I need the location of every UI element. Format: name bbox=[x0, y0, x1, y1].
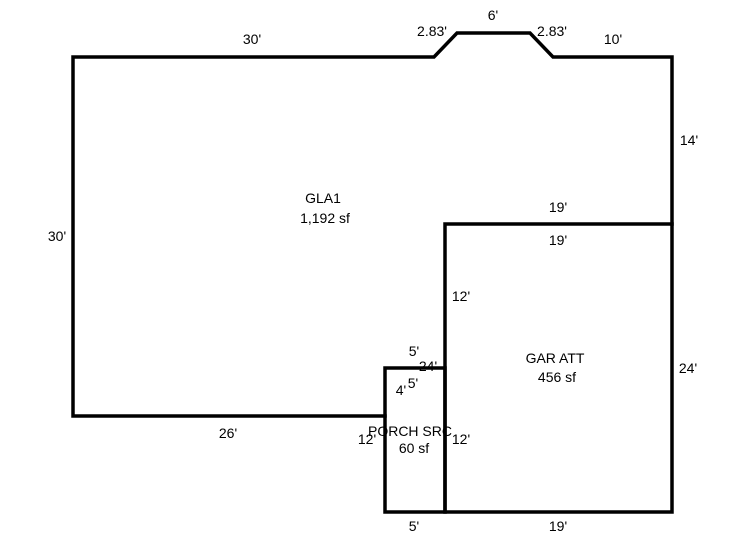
porch-size: 60 sf bbox=[399, 440, 429, 456]
dim-porch-right: 12' bbox=[452, 431, 470, 447]
dim-garage-bottom: 19' bbox=[549, 518, 567, 534]
dim-porch-bottom: 5' bbox=[409, 518, 419, 534]
dim-garage-top-inner: 19' bbox=[549, 232, 567, 248]
porch-outline bbox=[383, 366, 447, 514]
garage-outline bbox=[443, 222, 674, 514]
dim-porch-inner-top: 5' bbox=[408, 375, 418, 391]
dim-porch-left: 12' bbox=[358, 431, 376, 447]
garage-size: 456 sf bbox=[538, 369, 576, 385]
dim-gla-top-left: 30' bbox=[243, 31, 261, 47]
dim-gla-left: 30' bbox=[48, 228, 66, 244]
porch-label: PORCH SRC bbox=[368, 423, 452, 439]
dim-garage-left-upper: 12' bbox=[452, 288, 470, 304]
gla1-outline bbox=[71, 31, 674, 418]
garage-label: GAR ATT bbox=[526, 350, 585, 366]
dim-bay-right-angle: 2.83' bbox=[537, 23, 567, 39]
dim-bay-top: 6' bbox=[488, 7, 498, 23]
dim-gla-bottom: 26' bbox=[219, 425, 237, 441]
dim-porch-top: 5' bbox=[409, 343, 419, 359]
gla1-size: 1,192 sf bbox=[300, 210, 350, 226]
dim-gla-garage-shared: 19' bbox=[549, 199, 567, 215]
dim-gla-top-right: 10' bbox=[604, 31, 622, 47]
dim-garage-right: 24' bbox=[679, 360, 697, 376]
dim-bay-left-angle: 2.83' bbox=[417, 23, 447, 39]
gla1-label: GLA1 bbox=[305, 190, 341, 206]
dim-garage-left-full: 24' bbox=[419, 358, 437, 374]
dim-gla-right-upper: 14' bbox=[680, 132, 698, 148]
dim-porch-left-upper: 4' bbox=[396, 382, 406, 398]
